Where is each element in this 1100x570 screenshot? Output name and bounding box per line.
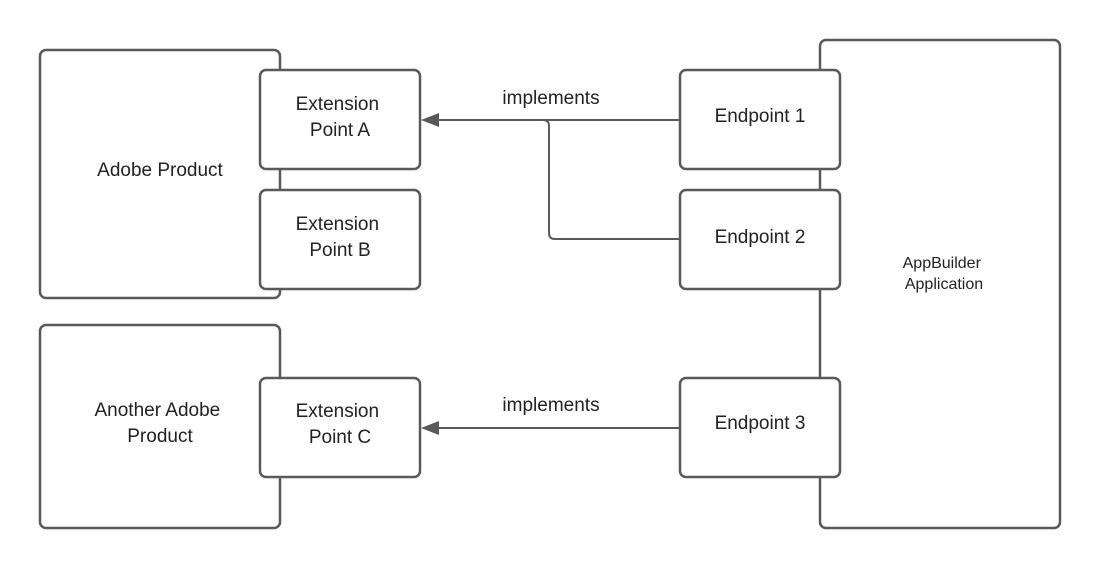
edge-label-endpoint-3: implements [502,395,599,416]
edge-endpoint-2-to-extension-point-a [434,119,680,240]
extension-point-b-label: Extension Point B [296,214,385,261]
arrowhead-extension-point-c [421,421,439,435]
extension-point-c-label: Extension Point C [296,401,385,448]
adobe-product-label: Adobe Product [97,160,223,181]
endpoint-3-label: Endpoint 3 [715,413,806,434]
arrowhead-extension-point-a [421,113,439,127]
extension-point-a-label: Extension Point A [296,94,385,141]
adobe-product-box [38,48,282,300]
extension-point-c-box [258,376,422,479]
appbuilder-application-label: AppBuilder Application [903,255,986,293]
extension-point-b-box [258,188,422,291]
endpoint-2-label: Endpoint 2 [715,227,806,248]
edge-label-endpoint-1: implements [502,88,599,109]
extension-point-a-box [258,68,422,171]
another-adobe-product-label: Another Adobe Product [95,400,226,447]
endpoint-1-label: Endpoint 1 [715,106,806,127]
